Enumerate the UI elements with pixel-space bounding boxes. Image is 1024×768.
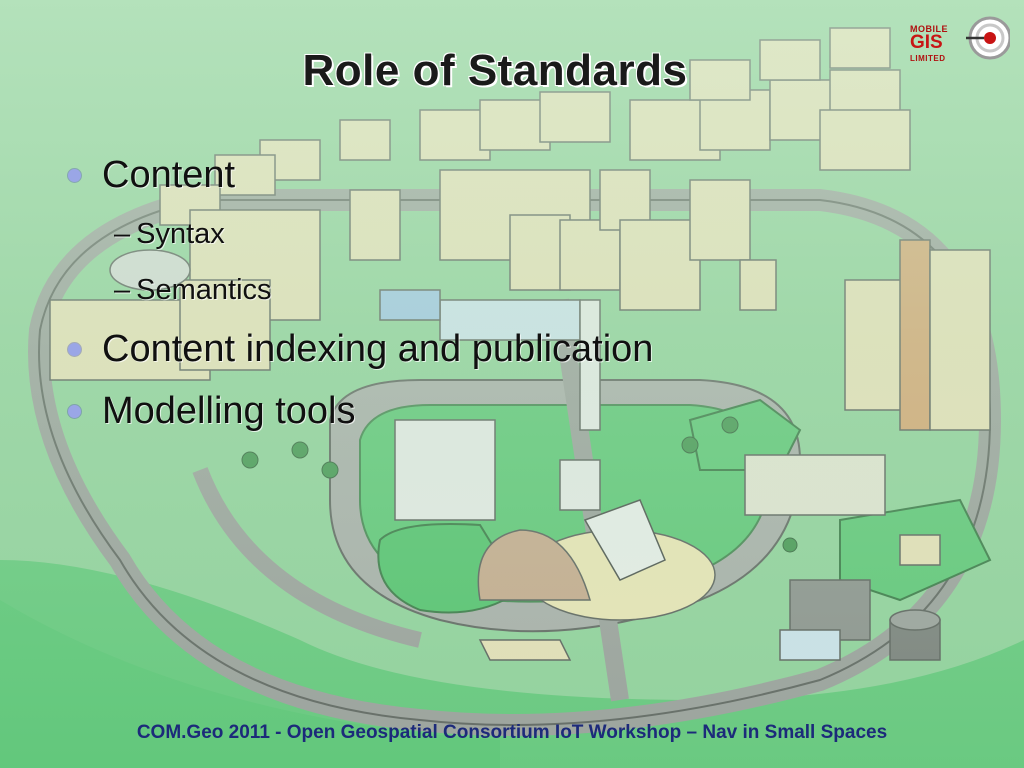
bullet-list: Content –Syntax –Semantics Content index…	[62, 152, 782, 450]
bullet-dot-icon	[68, 405, 81, 418]
bullet-dot-icon	[68, 343, 81, 356]
sub-bullet-text: Syntax	[136, 218, 225, 250]
slide-title: Role of Standards	[302, 46, 688, 95]
target-icon	[966, 16, 1010, 60]
company-logo: MOBILE GIS LIMITED	[906, 14, 1010, 66]
bullet-item: Content	[62, 152, 782, 214]
logo-line2: GIS	[910, 32, 943, 53]
logo-line1: MOBILE	[910, 24, 948, 34]
sub-bullet-item: –Syntax	[62, 214, 782, 270]
logo-line3: LIMITED	[910, 54, 946, 63]
sub-bullet-item: –Semantics	[62, 270, 782, 326]
sub-bullet-text: Semantics	[136, 274, 272, 306]
bullet-text: Modelling tools	[102, 390, 356, 432]
bullet-item: Modelling tools	[62, 388, 782, 450]
bullet-item: Content indexing and publication	[62, 326, 782, 388]
bullet-dot-icon	[68, 169, 81, 182]
slide-footer: COM.Geo 2011 - Open Geospatial Consortiu…	[136, 722, 888, 743]
bullet-text: Content	[102, 154, 236, 196]
bullet-text: Content indexing and publication	[102, 328, 654, 370]
dash-marker: –	[114, 218, 131, 250]
dash-marker: –	[114, 274, 131, 306]
